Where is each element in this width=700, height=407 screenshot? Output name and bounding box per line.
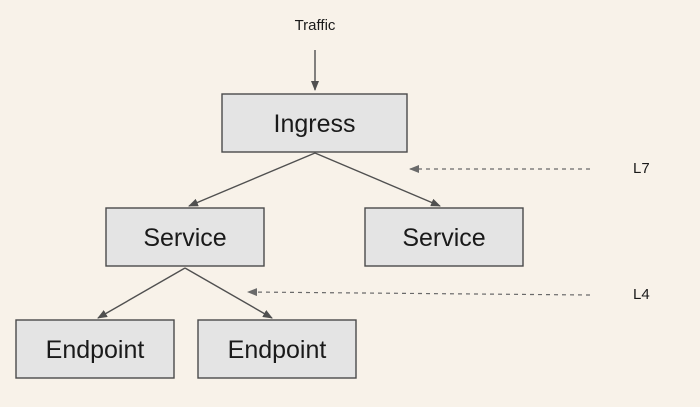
service-node-left: Service xyxy=(105,207,265,267)
ingress-node-label: Ingress xyxy=(274,110,356,138)
l7-layer-label: L7 xyxy=(633,160,650,177)
service-node-right: Service xyxy=(364,207,524,267)
service-to-endpoint-left-arrow xyxy=(97,267,186,319)
service-node-left-label: Service xyxy=(143,224,226,252)
traffic-label: Traffic xyxy=(295,17,336,34)
service-node-right-label: Service xyxy=(402,224,485,252)
ingress-node: Ingress xyxy=(221,93,408,153)
endpoint-node-left: Endpoint xyxy=(15,319,175,379)
ingress-to-service-left-arrow xyxy=(188,152,316,207)
ingress-to-service-right-arrow xyxy=(314,152,441,207)
l4-layer-label: L4 xyxy=(633,286,650,303)
endpoint-node-right: Endpoint xyxy=(197,319,357,379)
endpoint-node-left-label: Endpoint xyxy=(46,336,145,364)
l4-dashed-arrow xyxy=(247,288,591,297)
endpoint-node-right-label: Endpoint xyxy=(228,336,327,364)
service-to-endpoint-right-arrow xyxy=(184,267,273,319)
